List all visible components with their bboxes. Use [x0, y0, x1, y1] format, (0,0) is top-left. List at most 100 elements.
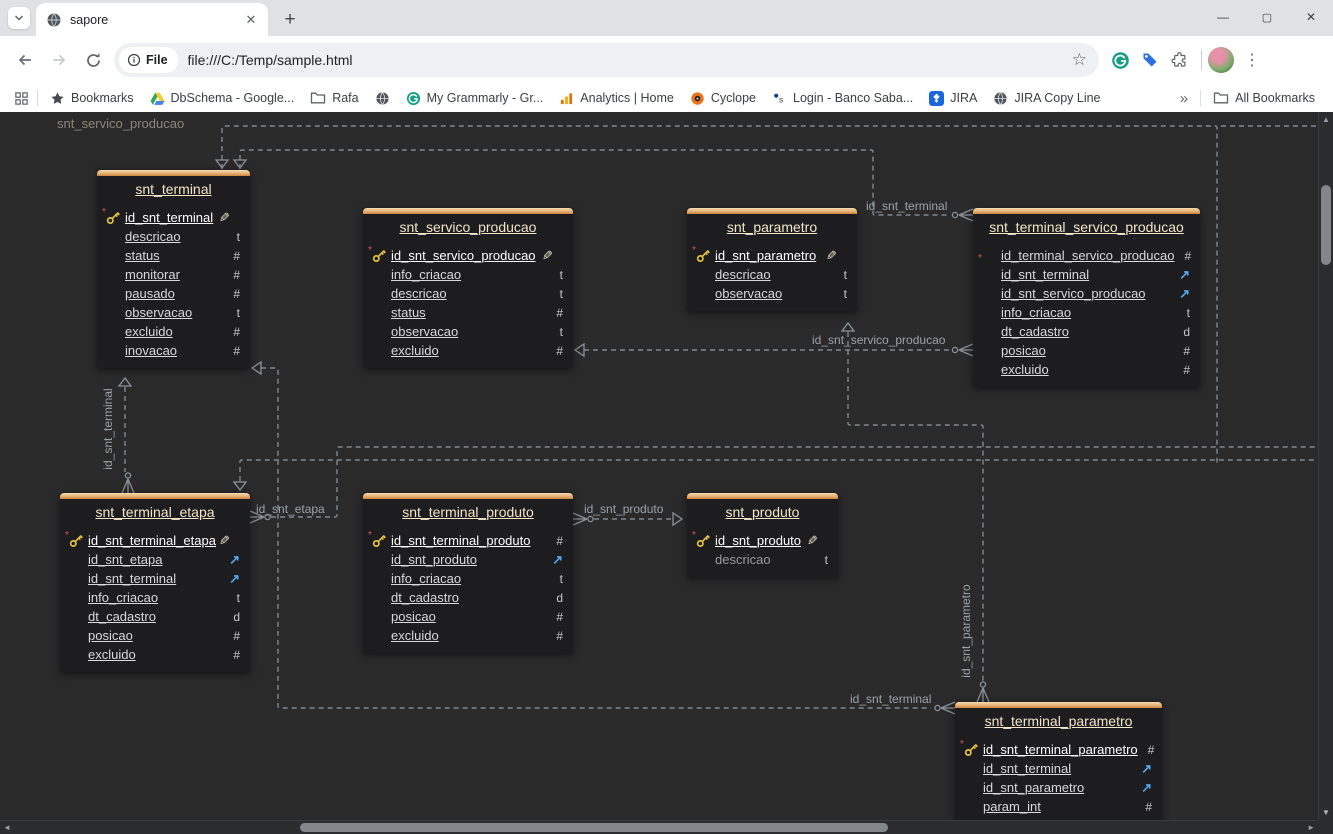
bookmark-my-grammarly-gr[interactable]: My Grammarly - Gr... — [398, 88, 552, 109]
bookmark-label: Bookmarks — [71, 91, 134, 105]
all-bookmarks-button[interactable]: All Bookmarks — [1205, 87, 1323, 109]
bookmark-bookmarks[interactable]: Bookmarks — [42, 88, 142, 109]
field-row[interactable]: id_snt_terminal↗ — [955, 759, 1162, 778]
browser-tab[interactable]: sapore ✕ — [36, 3, 268, 36]
field-row[interactable]: param_int# — [955, 797, 1162, 816]
field-row[interactable]: id_snt_terminal↗ — [973, 265, 1200, 284]
field-name: id_snt_parametro — [715, 248, 817, 263]
table-title[interactable]: snt_parametro — [726, 219, 818, 235]
field-row[interactable]: *id_snt_terminal_etapa✎ — [60, 530, 250, 550]
field-row[interactable]: pausado# — [97, 284, 250, 303]
tab-close-button[interactable]: ✕ — [245, 11, 257, 27]
table-title[interactable]: snt_terminal_parametro — [984, 713, 1133, 729]
scroll-up-icon[interactable]: ▲ — [1322, 115, 1330, 124]
table-title[interactable]: snt_terminal — [135, 181, 212, 197]
field-name: param_int — [983, 799, 1041, 814]
field-row[interactable]: id_snt_etapa↗ — [60, 550, 250, 569]
horizontal-scrollbar-thumb[interactable] — [300, 823, 888, 832]
forward-button[interactable] — [42, 43, 76, 77]
field-row[interactable]: *id_snt_terminal✎ — [97, 207, 250, 227]
field-row[interactable]: excluido# — [60, 645, 250, 664]
field-row[interactable]: excluido# — [363, 626, 573, 645]
field-row[interactable]: id_snt_produto↗ — [363, 550, 573, 569]
address-bar[interactable]: File file:///C:/Temp/sample.html ☆ — [114, 43, 1099, 77]
bookmark-globe[interactable] — [367, 88, 398, 109]
profile-avatar[interactable] — [1208, 47, 1234, 73]
table-title[interactable]: snt_produto — [725, 504, 800, 520]
field-row[interactable]: id_snt_terminal↗ — [60, 569, 250, 588]
relationship-wire — [847, 332, 984, 681]
bookmark-jira-copy-line[interactable]: JIRA Copy Line — [985, 88, 1108, 109]
apps-grid-button[interactable] — [10, 88, 33, 109]
bookmark-rafa[interactable]: Rafa — [302, 87, 366, 109]
field-row[interactable]: posicao# — [973, 341, 1200, 360]
table-title[interactable]: snt_servico_producao — [399, 219, 537, 235]
bookmarks-overflow-chevron[interactable]: » — [1179, 89, 1189, 107]
file-scheme-chip[interactable]: File — [119, 47, 178, 73]
grammarly-extension-icon[interactable] — [1105, 45, 1135, 75]
primary-key-icon: * — [691, 245, 715, 263]
field-row[interactable]: posicao# — [60, 626, 250, 645]
field-row[interactable]: *id_snt_parametro✎ — [687, 245, 857, 265]
tag-extension-icon[interactable] — [1135, 45, 1165, 75]
table-title[interactable]: snt_terminal_servico_producao — [989, 219, 1184, 235]
reload-button[interactable] — [76, 43, 110, 77]
field-row[interactable]: *id_terminal_servico_producao# — [973, 246, 1200, 265]
arrow-marker — [672, 511, 684, 527]
table-title[interactable]: snt_terminal_produto — [402, 504, 534, 520]
vertical-scrollbar-thumb[interactable] — [1321, 185, 1331, 265]
field-row[interactable]: id_snt_parametro↗ — [955, 778, 1162, 797]
field-row[interactable]: id_snt_servico_producao↗ — [973, 284, 1200, 303]
table-title[interactable]: snt_terminal_etapa — [95, 504, 215, 520]
horizontal-scrollbar[interactable]: ◄ ► — [0, 820, 1318, 834]
arrow-marker — [573, 342, 585, 358]
scroll-right-icon[interactable]: ► — [1307, 823, 1315, 832]
grammarly-icon — [406, 91, 421, 106]
scroll-down-icon[interactable]: ▼ — [1322, 808, 1330, 817]
scroll-left-icon[interactable]: ◄ — [3, 823, 11, 832]
maximize-button[interactable]: ▢ — [1261, 11, 1273, 24]
field-row[interactable]: *id_snt_terminal_produto# — [363, 530, 573, 550]
bookmark-dbschema-google[interactable]: DbSchema - Google... — [142, 88, 303, 109]
vertical-scrollbar[interactable]: ▲ ▼ — [1318, 112, 1333, 820]
bookmark-cyclope[interactable]: Cyclope — [682, 88, 764, 109]
minimize-button[interactable]: — — [1217, 10, 1229, 24]
bookmark-analytics-home[interactable]: Analytics | Home — [551, 88, 682, 109]
back-button[interactable] — [8, 43, 42, 77]
bookmark-jira[interactable]: JIRA — [921, 88, 985, 109]
bookmark-star-icon[interactable]: ☆ — [1071, 50, 1087, 69]
field-row[interactable]: status# — [363, 303, 573, 322]
field-row[interactable]: posicao# — [363, 607, 573, 626]
field-row[interactable]: inovacao# — [97, 341, 250, 360]
field-row[interactable]: excluido# — [973, 360, 1200, 379]
menu-kebab-icon[interactable]: ⋮ — [1244, 52, 1260, 69]
field-row[interactable]: monitorar# — [97, 265, 250, 284]
field-row[interactable]: status# — [97, 246, 250, 265]
close-window-button[interactable]: ✕ — [1305, 10, 1317, 24]
new-tab-button[interactable]: + — [284, 9, 296, 30]
field-row[interactable]: excluido# — [97, 322, 250, 341]
extensions-puzzle-icon[interactable] — [1165, 45, 1195, 75]
field-row[interactable]: *id_snt_produto✎ — [687, 530, 838, 550]
primary-key-icon: * — [101, 207, 125, 225]
tab-search-chevron-button[interactable] — [8, 7, 30, 29]
field-row[interactable]: *id_snt_terminal_parametro# — [955, 739, 1162, 759]
field-row[interactable]: excluido# — [363, 341, 573, 360]
field-row[interactable]: *id_snt_servico_producao✎ — [363, 245, 573, 265]
